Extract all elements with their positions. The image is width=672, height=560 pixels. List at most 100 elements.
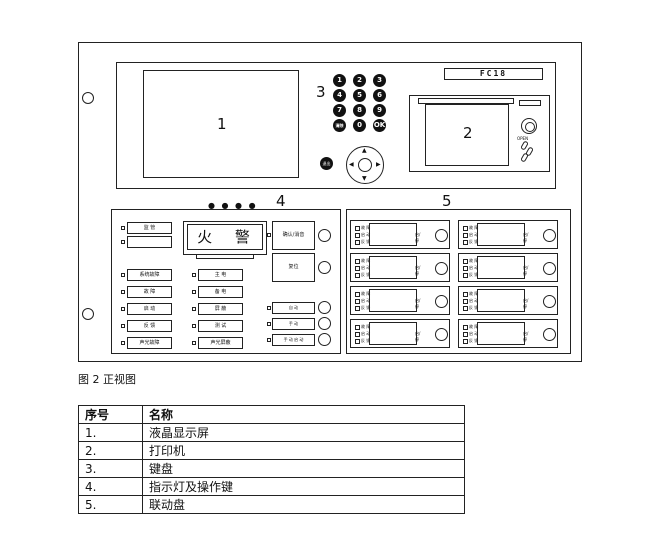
keypad-key[interactable]: 5 xyxy=(353,89,366,102)
printer-indicator xyxy=(519,100,541,106)
ack-silence-button[interactable]: 确认/消音 xyxy=(272,221,315,250)
exit-key[interactable]: 退出 xyxy=(320,157,333,170)
indicator-label: 反 馈 xyxy=(127,320,172,332)
linkage-status-line: 故 障 xyxy=(354,290,370,297)
linkage-round-button[interactable] xyxy=(543,295,556,308)
linkage-round-button[interactable] xyxy=(435,328,448,341)
reset-round-button[interactable] xyxy=(318,261,331,274)
linkage-status-list: 故 障启 动反 馈 xyxy=(354,257,370,278)
keypad-key[interactable]: 8 xyxy=(353,104,366,117)
linkage-button-label: 启/停 xyxy=(523,298,529,309)
keypad-key[interactable]: 1 xyxy=(333,74,346,87)
indicator-label: 声光故障 xyxy=(127,337,172,349)
linkage-start-stop-button[interactable]: 启/停 xyxy=(477,322,528,345)
mode-button[interactable]: 自 动 xyxy=(272,302,315,314)
legend-name: 打印机 xyxy=(142,441,465,460)
arrow-left-icon[interactable]: ◀ xyxy=(349,161,354,168)
linkage-start-stop-button[interactable]: 启/停 xyxy=(369,289,420,312)
indicator-label: 主 电 xyxy=(198,269,243,281)
legend-name: 液晶显示屏 xyxy=(142,423,465,442)
led-icon xyxy=(121,324,125,328)
legend-name: 指示灯及操作键 xyxy=(142,477,465,496)
linkage-round-button[interactable] xyxy=(435,295,448,308)
front-panel xyxy=(78,42,582,362)
linkage-module: 故 障启 动反 馈启/停 xyxy=(350,319,450,348)
mode-round-button[interactable] xyxy=(318,317,331,330)
keypad-key[interactable]: 9 xyxy=(373,104,386,117)
callout-1: 1 xyxy=(217,115,227,133)
linkage-round-button[interactable] xyxy=(543,328,556,341)
linkage-round-button[interactable] xyxy=(543,229,556,242)
printer-open-knob[interactable] xyxy=(521,118,537,134)
linkage-status-line: 启 动 xyxy=(462,231,478,238)
keypad-key[interactable]: 2 xyxy=(353,74,366,87)
mount-hole-bottom xyxy=(82,308,94,320)
model-label: FC18 xyxy=(444,68,543,80)
linkage-start-stop-button[interactable]: 启/停 xyxy=(369,322,420,345)
keypad-key[interactable]: 7 xyxy=(333,104,346,117)
linkage-status-line: 反 馈 xyxy=(354,238,370,245)
arrow-down-icon[interactable]: ▼ xyxy=(362,175,367,182)
callout-5: 5 xyxy=(442,192,452,210)
ack-silence-round-button[interactable] xyxy=(318,229,331,242)
keypad-key[interactable]: 清除 xyxy=(333,119,346,132)
mode-button[interactable]: 手 动 xyxy=(272,318,315,330)
direction-pad-center[interactable] xyxy=(358,158,372,172)
linkage-status-line: 故 障 xyxy=(462,257,478,264)
mode-round-button[interactable] xyxy=(318,333,331,346)
linkage-round-button[interactable] xyxy=(435,262,448,275)
linkage-button-label: 启/停 xyxy=(415,232,421,243)
led-icon xyxy=(192,341,196,345)
legend-name: 联动盘 xyxy=(142,495,465,514)
direction-pad[interactable] xyxy=(346,146,384,184)
led-icon xyxy=(121,307,125,311)
mode-round-button[interactable] xyxy=(318,301,331,314)
keypad-key[interactable]: OK xyxy=(373,119,386,132)
keypad-key[interactable]: 3 xyxy=(373,74,386,87)
printer-open-label: OPEN xyxy=(517,136,529,141)
linkage-start-stop-button[interactable]: 启/停 xyxy=(477,223,528,246)
linkage-status-list: 故 障启 动反 馈 xyxy=(354,224,370,245)
reset-button[interactable]: 复位 xyxy=(272,253,315,282)
linkage-status-list: 故 障启 动反 馈 xyxy=(462,224,478,245)
keypad-key[interactable]: 6 xyxy=(373,89,386,102)
fire-alarm-base xyxy=(196,255,254,259)
led-icon xyxy=(121,240,125,244)
linkage-status-list: 故 障启 动反 馈 xyxy=(354,323,370,344)
linkage-start-stop-button[interactable]: 启/停 xyxy=(369,256,421,279)
linkage-panel xyxy=(346,209,571,354)
legend-number: 2. xyxy=(78,441,143,460)
linkage-module: 故 障启 动反 馈启/停 xyxy=(458,319,558,348)
arrow-up-icon[interactable]: ▲ xyxy=(362,147,367,154)
linkage-start-stop-button[interactable]: 启/停 xyxy=(477,289,529,312)
linkage-round-button[interactable] xyxy=(543,262,556,275)
linkage-status-line: 反 馈 xyxy=(462,271,478,278)
linkage-status-line: 反 馈 xyxy=(354,304,370,311)
linkage-status-line: 故 障 xyxy=(354,257,370,264)
linkage-status-line: 反 馈 xyxy=(354,271,370,278)
indicator-label: 故 障 xyxy=(127,286,172,298)
callout-2: 2 xyxy=(463,124,473,142)
linkage-round-button[interactable] xyxy=(435,229,448,242)
indicator-operation-panel xyxy=(111,209,341,354)
linkage-status-line: 故 障 xyxy=(354,224,370,231)
led-icon xyxy=(267,306,271,310)
led-icon xyxy=(192,324,196,328)
table-row: 4.指示灯及操作键 xyxy=(78,477,465,496)
linkage-module: 故 障启 动反 馈启/停 xyxy=(458,253,558,282)
status-dots: ● ● ● ● xyxy=(208,201,258,210)
indicator-label: 声光屏蔽 xyxy=(198,337,243,349)
arrow-right-icon[interactable]: ▶ xyxy=(376,161,381,168)
linkage-start-stop-button[interactable]: 启/停 xyxy=(369,223,421,246)
linkage-start-stop-button[interactable]: 启/停 xyxy=(477,256,528,279)
linkage-module: 故 障启 动反 馈启/停 xyxy=(350,286,450,315)
linkage-button-label: 启/停 xyxy=(415,265,421,276)
indicator-label: 备 电 xyxy=(198,286,243,298)
indicator-label: 系统故障 xyxy=(127,269,172,281)
linkage-status-line: 反 馈 xyxy=(462,304,478,311)
keypad-key[interactable]: 0 xyxy=(353,119,366,132)
linkage-status-line: 启 动 xyxy=(462,330,478,337)
top-unit xyxy=(116,62,556,189)
mode-button[interactable]: 手 动 启 动 xyxy=(272,334,315,346)
keypad-key[interactable]: 4 xyxy=(333,89,346,102)
